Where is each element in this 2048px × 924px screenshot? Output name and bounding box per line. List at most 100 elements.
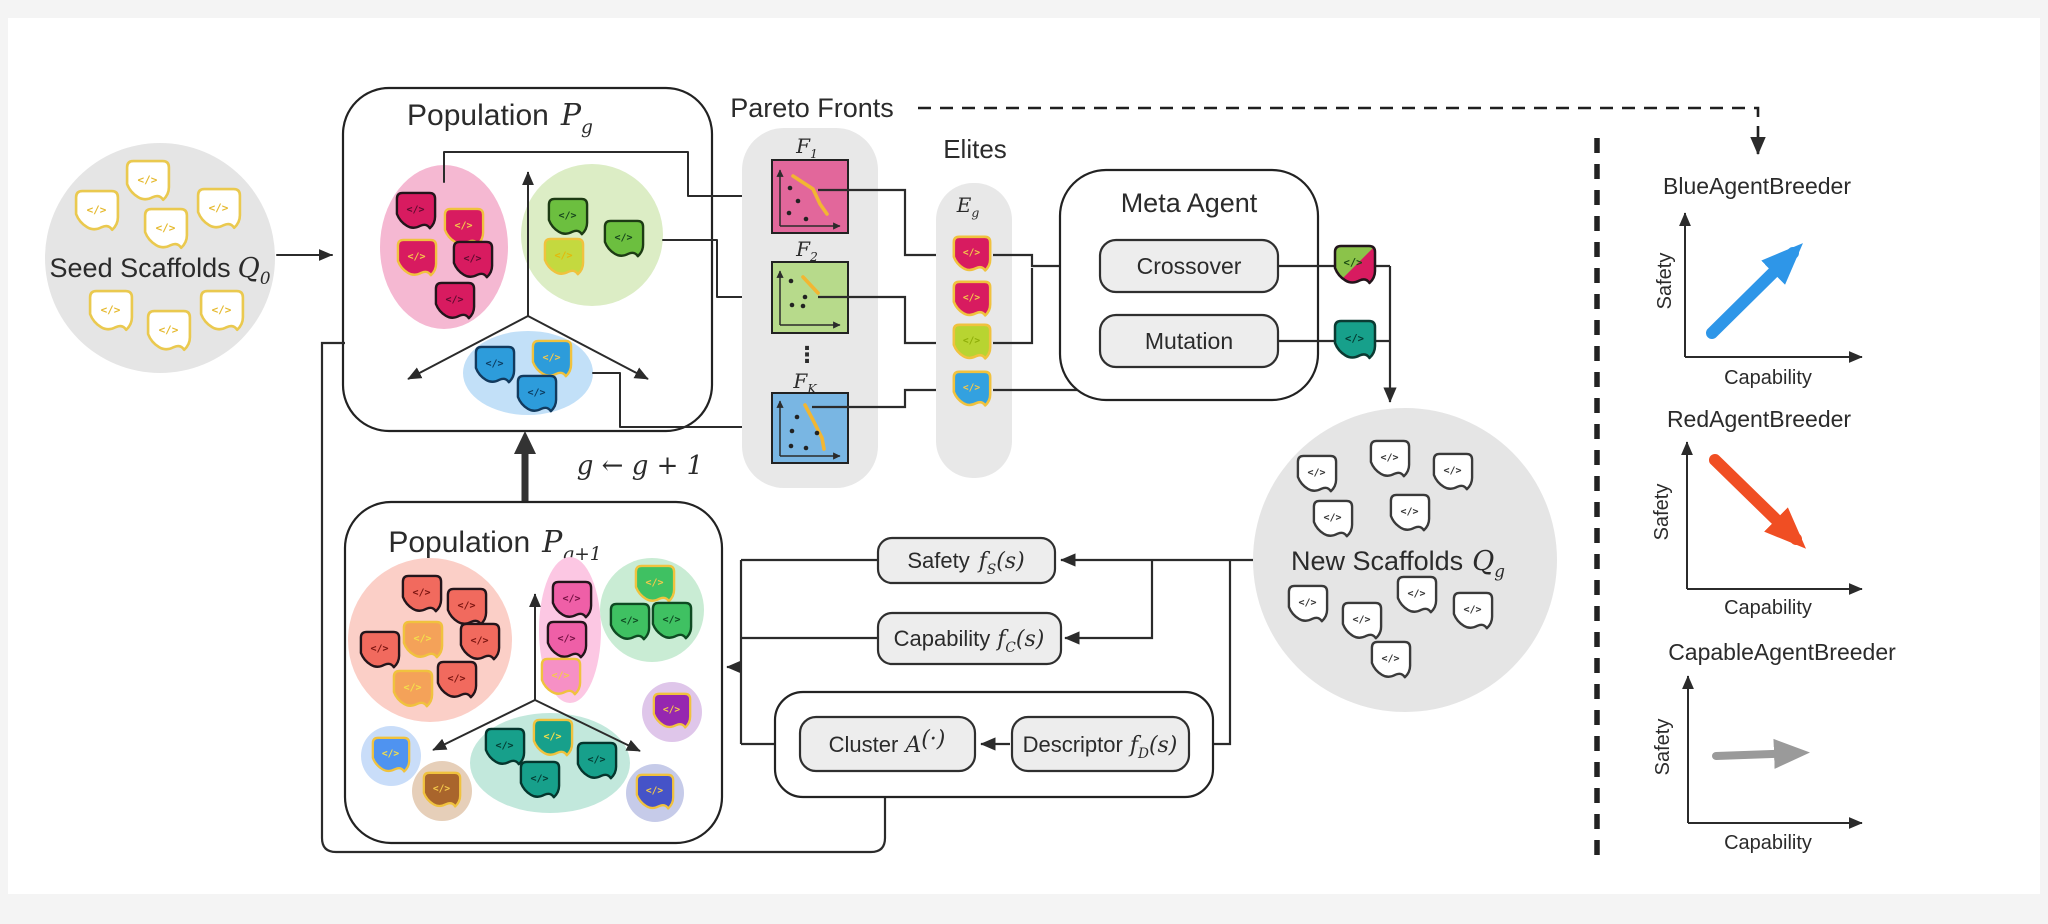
- trend-arrow-flat: [1712, 738, 1810, 769]
- fronts-ellipsis: ⋮: [796, 342, 818, 367]
- scaffold-icon: [199, 289, 245, 332]
- front-f1-area: [771, 159, 849, 234]
- safety-box: [876, 536, 1057, 585]
- generation-arrow-head: [514, 431, 536, 454]
- front-f2-plot: [771, 261, 849, 334]
- breeder-plot-capable: CapableAgentBreeder Safety Capability: [1652, 639, 1896, 854]
- scaffold-icon: [547, 197, 589, 236]
- elites-title: Elites: [943, 134, 1007, 164]
- x-axis-label: Capability: [1724, 367, 1812, 389]
- x-axis-label: Capability: [1724, 597, 1812, 619]
- front-fk-label: FK: [792, 369, 817, 396]
- scaffold-icon: [402, 620, 444, 659]
- capability-box: [876, 611, 1063, 666]
- scaffold-icon: [436, 660, 478, 699]
- scaffold-icon: [1452, 591, 1494, 630]
- wire-to-capability: [1064, 560, 1154, 645]
- breeder-title: BlueAgentBreeder: [1663, 173, 1851, 199]
- scaffold-icon: [434, 281, 476, 320]
- wire-blue-to-fk: [592, 372, 763, 433]
- breeders-panel: BlueAgentBreeder Safety Capability RedAg…: [1594, 138, 1896, 862]
- scaffold-icon: [1432, 452, 1474, 491]
- scaffold-icon: [1396, 575, 1438, 614]
- trend-arrow-down: [1709, 454, 1807, 549]
- descriptor-box: [1010, 715, 1191, 773]
- elite-scaffold-icon: [952, 323, 992, 360]
- scaffold-icon: [635, 773, 675, 810]
- generation-step-label: g ← g + 1: [577, 451, 703, 481]
- scaffold-icon: [531, 339, 573, 378]
- scaffold-icon: [532, 718, 574, 757]
- pareto-curve: [791, 174, 829, 216]
- scaffold-icon: [392, 669, 434, 708]
- scaffold-icon: [603, 219, 645, 258]
- axis-left: [432, 699, 536, 751]
- front-f1-plot: [771, 159, 849, 234]
- scaffold-icon: [484, 727, 526, 766]
- pareto-curve: [803, 403, 826, 451]
- pareto-curve: [801, 275, 820, 295]
- mutation-label: Mutation: [1145, 328, 1233, 354]
- scaffold-icon: [1389, 493, 1431, 532]
- meta-agent-title: Meta Agent: [1121, 188, 1258, 218]
- scaffold-icon: [125, 159, 171, 202]
- axis-right: [527, 315, 649, 380]
- scaffold-icon: [1312, 499, 1354, 538]
- front-fk-plot: [771, 392, 849, 464]
- scaffold-icon: [543, 237, 585, 276]
- scaffold-icon: [443, 207, 485, 246]
- elites-symbol: Eg: [956, 193, 980, 220]
- dashed-link-line: [918, 106, 1760, 150]
- scaffold-icon: [576, 741, 618, 780]
- scaffold-icon: [74, 189, 120, 232]
- wire-elite-merge: [993, 268, 1034, 345]
- scaffold-icon: [395, 191, 437, 230]
- scaffold-icon: [446, 587, 488, 626]
- scaffold-icon: [422, 771, 462, 808]
- wire-fk-to-elite: [812, 388, 936, 409]
- wire-f2-to-elite: [818, 295, 936, 345]
- wire-feedback-to-cluster: [320, 341, 892, 854]
- scaffold-icon: [196, 187, 242, 230]
- breeder-plot-red: RedAgentBreeder Safety Capability: [1651, 406, 1863, 619]
- wire-f1-to-elite: [818, 188, 936, 257]
- x-axis-label: Capability: [1724, 832, 1812, 854]
- scaffold-icon: [396, 238, 438, 277]
- scaffold-icon: [634, 564, 676, 603]
- scaffold-icon: [1287, 584, 1329, 623]
- breeder-title: RedAgentBreeder: [1667, 406, 1851, 432]
- scaffold-icon: [609, 602, 651, 641]
- scaffold-icon: [546, 620, 588, 659]
- pareto-fronts-group: Pareto Fronts F1 F2 ⋮ FK: [730, 93, 1766, 488]
- scaffold-icon: [459, 622, 501, 661]
- wire-pink-to-f1: [443, 151, 763, 202]
- trend-arrow-up: [1706, 243, 1803, 339]
- breeder-plot-blue: BlueAgentBreeder Safety Capability: [1654, 173, 1863, 389]
- front-f2-label: F2: [795, 237, 818, 264]
- scaffold-icon: [652, 692, 692, 729]
- scaffold-icon: [146, 309, 192, 352]
- scaffold-icon: [371, 736, 411, 773]
- scaffold-icon: [143, 207, 189, 250]
- y-axis-label: Safety: [1654, 253, 1676, 310]
- y-axis-label: Safety: [1652, 719, 1674, 776]
- breeder-title: CapableAgentBreeder: [1668, 639, 1896, 665]
- scaffold-icon: [1370, 640, 1412, 679]
- scaffold-icon: [359, 630, 401, 669]
- y-axis-label: Safety: [1651, 484, 1673, 541]
- scaffold-icon: [519, 760, 561, 799]
- scaffold-icon: [1296, 454, 1338, 493]
- scaffold-icon: [474, 345, 516, 384]
- scaffold-icon: [1341, 601, 1383, 640]
- scaffold-icon: [551, 580, 593, 619]
- crossover-label: Crossover: [1137, 253, 1242, 279]
- scaffold-icon: [88, 289, 134, 332]
